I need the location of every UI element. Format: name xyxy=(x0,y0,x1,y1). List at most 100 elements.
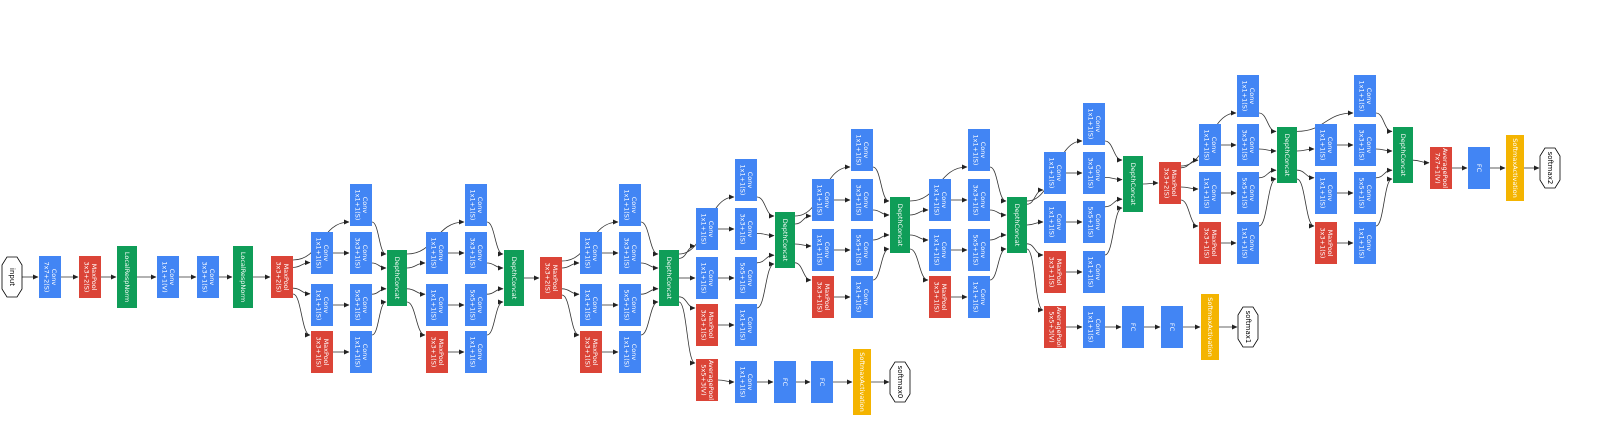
conv-box xyxy=(851,229,873,271)
node-label: AveragePool xyxy=(1441,148,1449,188)
edge-i4a_c3-to-i4a_dc xyxy=(640,262,659,271)
node-label: 3x3+1(S) xyxy=(353,238,361,269)
node-label: Conv xyxy=(1094,264,1102,281)
node-label: Conv xyxy=(476,344,484,361)
node-label: 1x1+1(S) xyxy=(1202,178,1210,209)
pool-box xyxy=(1199,222,1221,264)
node-label: 1x1+1(S) xyxy=(1086,312,1094,343)
pool-box xyxy=(1430,147,1452,189)
node-label: DepthConcat xyxy=(781,219,789,262)
node-label: Conv xyxy=(940,242,948,259)
edge-i5a_dc-to-i5b_r5 xyxy=(1296,169,1315,181)
node-label: 1x1+1(S) xyxy=(353,190,361,221)
node-label: Conv xyxy=(862,142,870,159)
node-i4b-dc: DepthConcat xyxy=(775,212,795,268)
edge-ap0-to-cv0 xyxy=(717,379,735,385)
conv-box xyxy=(1044,201,1066,243)
edge-i4b_c5-to-i4b_dc xyxy=(756,252,775,264)
concat-box xyxy=(775,212,795,268)
node-label: FC xyxy=(781,378,789,387)
concat-box xyxy=(659,250,679,306)
node-label: 1x1+1(S) xyxy=(583,238,591,269)
node-label: Conv xyxy=(630,297,638,314)
node-label: 1x1+1(S) xyxy=(429,238,437,269)
pool-box xyxy=(696,304,718,346)
node-label: 7x7+2(S) xyxy=(42,262,50,293)
concat-box xyxy=(387,250,407,306)
edge-i5a_top-to-i5a_dc xyxy=(1258,112,1277,134)
node-label: 3x3+1(S) xyxy=(583,337,591,368)
node-label: 1x1+1(S) xyxy=(1318,130,1326,161)
node-label: Conv xyxy=(1210,137,1218,154)
pool-box xyxy=(1044,306,1066,348)
edge-pool3-to-i4a_mp xyxy=(561,294,580,338)
node-label: Conv xyxy=(322,297,330,314)
conv-box xyxy=(1354,222,1376,264)
node-label: FC xyxy=(1129,323,1137,332)
conv-box xyxy=(1237,124,1259,166)
conv-box xyxy=(1237,222,1259,264)
node-label: Conv xyxy=(862,242,870,259)
edge-i4d_c3-to-i4d_dc xyxy=(989,209,1007,218)
node-label: Conv xyxy=(208,269,216,286)
conv-box xyxy=(968,229,990,271)
edge-i4b_dc-to-i4c_mp xyxy=(794,262,812,283)
node-label: Conv xyxy=(862,289,870,306)
edge-i3b_c5-to-i3b_dc xyxy=(486,286,504,295)
conv-box xyxy=(465,331,487,373)
pool-box xyxy=(311,331,333,373)
edge-i4c_top-to-i4c_dc xyxy=(872,166,890,204)
edge-i3a_pj-to-i3a_dc xyxy=(371,299,387,336)
concat-box xyxy=(233,246,253,308)
node-label: softmax1 xyxy=(1244,311,1252,344)
edge-i4d_dc-to-ap1 xyxy=(1026,248,1044,313)
conv-box xyxy=(812,179,834,221)
conv-box xyxy=(1354,75,1376,117)
edge-i5a_c3-to-i5a_dc xyxy=(1258,148,1277,154)
pool-box xyxy=(271,256,293,298)
edge-i4c_dc-to-i4d_r5 xyxy=(909,234,929,243)
node-sm1: SoftmaxActivation xyxy=(1201,294,1219,360)
io-octagon-shape xyxy=(1539,147,1561,189)
edge-pool2-to-i3a_r3 xyxy=(292,260,311,268)
edge-i5a_dc-to-i5b_mp xyxy=(1296,178,1315,229)
edge-i3a_dc-to-i3b_r5 xyxy=(406,288,426,297)
conv-box xyxy=(774,361,796,403)
node-label: MaxPool xyxy=(1170,170,1178,197)
node-label: Conv xyxy=(1055,165,1063,182)
node-label: 1x1+1(S) xyxy=(429,290,437,321)
node-label: SoftmaxActivation xyxy=(858,352,866,412)
edge-i5b_pj-to-i5b_dc xyxy=(1375,176,1393,227)
concat-box xyxy=(1393,127,1413,183)
conv-box xyxy=(1122,306,1144,348)
node-label: MaxPool xyxy=(90,264,98,291)
node-label: 3x3+2(S) xyxy=(543,263,551,294)
node-label: 5x5+1(S) xyxy=(1357,178,1365,209)
node-label: Conv xyxy=(1365,185,1373,202)
concat-box xyxy=(1007,197,1027,253)
node-fc0a: FC xyxy=(774,361,796,403)
node-label: Conv xyxy=(50,269,58,286)
node-i4a-dc: DepthConcat xyxy=(659,250,679,306)
node-label: 1x1+1(S) xyxy=(1318,178,1326,209)
edge-i4a_dc-to-i4b_mp xyxy=(678,296,696,311)
node-label: 5x5+1(S) xyxy=(1086,207,1094,238)
edge-i5b_top-to-i5b_dc xyxy=(1375,112,1393,134)
node-label: 3x3+1(S) xyxy=(314,337,322,368)
